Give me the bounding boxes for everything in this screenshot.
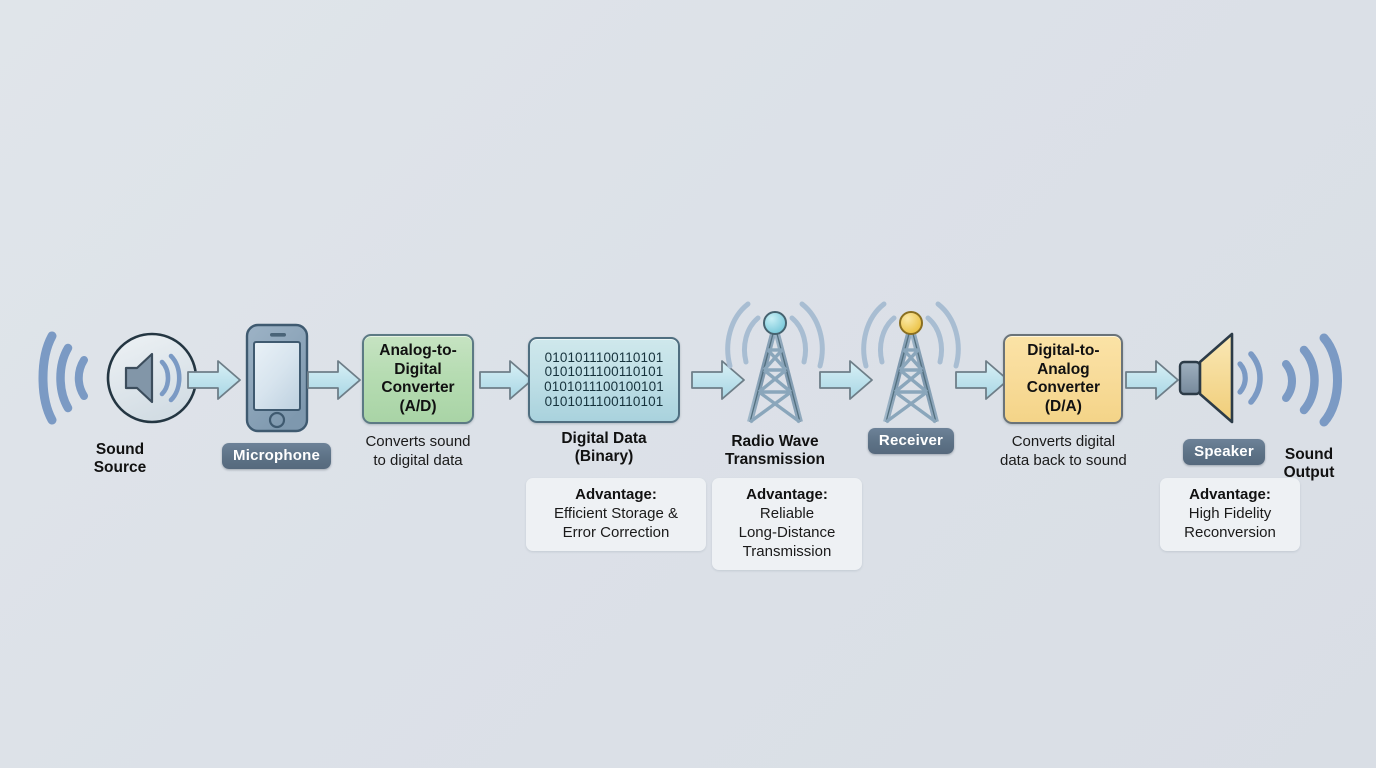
advantage-radio-wave: Advantage: Reliable Long-Distance Transm… [712, 478, 862, 570]
sound-wave-icon-right [1272, 320, 1346, 438]
label-receiver: Receiver [867, 428, 955, 454]
node-microphone: Microphone [222, 322, 331, 469]
flow-arrow-3 [478, 358, 534, 402]
dac-sublabel: Converts digital data back to sound [1000, 433, 1127, 469]
label-speaker: Speaker [1183, 439, 1265, 465]
label-microphone: Microphone [222, 443, 331, 469]
sound-wave-icon-left [38, 322, 96, 434]
node-speaker: Speaker [1176, 326, 1272, 465]
label-digital-data: Digital Data (Binary) [561, 430, 647, 465]
advantage-title: Advantage: [575, 486, 657, 503]
node-sound-output: Sound Output [1272, 320, 1346, 482]
binary-line: 0101011100110101 [544, 393, 664, 409]
advantage-title: Advantage: [1189, 486, 1271, 503]
advantage-body: Reliable Long-Distance Transmission [738, 505, 836, 560]
advantage-body: High Fidelity Reconversion [1184, 505, 1276, 541]
binary-line: 0101011100100101 [544, 379, 664, 394]
advantage-speaker: Advantage: High Fidelity Reconversion [1160, 478, 1300, 551]
receiver-tower-icon [848, 296, 974, 426]
advantage-body: Efficient Storage & Error Correction [554, 505, 678, 541]
node-radio-wave: Radio Wave Transmission [712, 296, 838, 469]
node-dac: Digital-to- Analog Converter (D/A) Conve… [1000, 334, 1127, 470]
node-adc: Analog-to- Digital Converter (A/D) Conve… [362, 334, 474, 470]
flow-arrow-2 [306, 358, 362, 402]
flow-arrow-4 [690, 358, 746, 402]
flow-arrow-7 [1124, 358, 1180, 402]
node-digital-data: 0101011100110101 0101011100110101 010101… [528, 337, 680, 466]
digital-data-box: 0101011100110101 0101011100110101 010101… [528, 337, 680, 423]
advantage-title: Advantage: [746, 486, 828, 503]
binary-line: 0101011100110101 [544, 364, 664, 380]
label-radio-wave: Radio Wave Transmission [725, 433, 825, 468]
node-receiver: Receiver [848, 296, 974, 454]
label-sound-output: Sound Output [1283, 446, 1335, 481]
adc-box[interactable]: Analog-to- Digital Converter (A/D) [362, 334, 474, 424]
dac-box[interactable]: Digital-to- Analog Converter (D/A) [1003, 334, 1124, 424]
flow-arrow-5 [818, 358, 874, 402]
speaker-icon [1176, 326, 1272, 430]
transmission-tower-icon [712, 296, 838, 426]
label-sound-source: Sound Source [93, 441, 147, 476]
adc-sublabel: Converts sound to digital data [365, 433, 471, 469]
smartphone-icon [243, 322, 311, 434]
flow-arrow-1 [186, 358, 242, 402]
binary-line: 0101011100110101 [544, 349, 664, 365]
flow-arrow-6 [954, 358, 1010, 402]
advantage-digital-data: Advantage: Efficient Storage & Error Cor… [526, 478, 706, 551]
